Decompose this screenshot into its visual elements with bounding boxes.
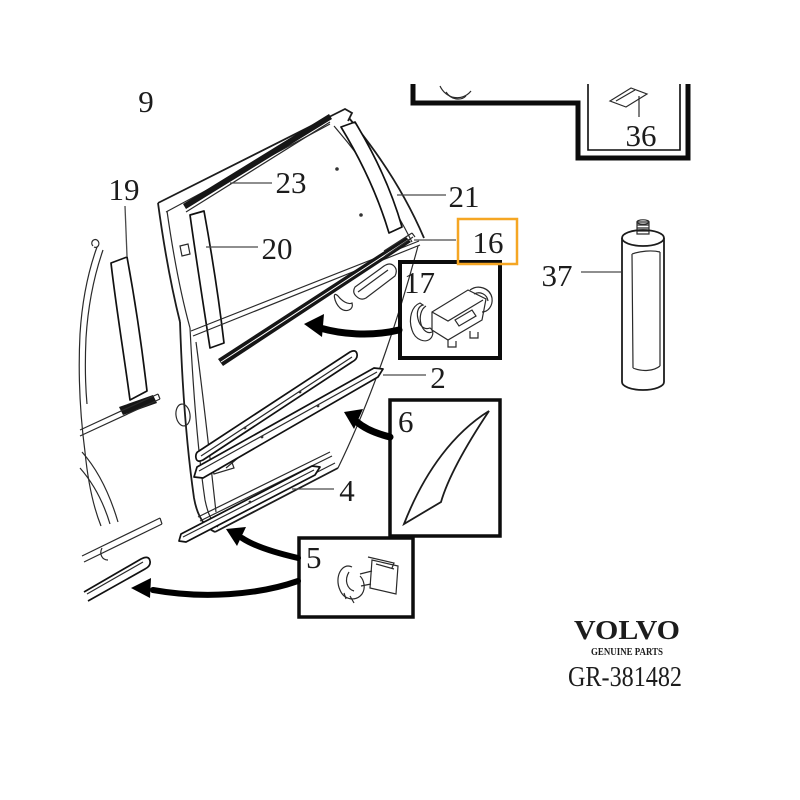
clip-17-icon — [409, 286, 493, 348]
door-rear-edge — [337, 245, 419, 469]
arrow-5-to-strip-4 — [226, 527, 301, 561]
arrow-5-to-lower-strip — [131, 578, 301, 598]
part-label-36[interactable]: 36 — [626, 118, 657, 153]
door-handle — [333, 263, 397, 312]
clip-36-icon — [608, 87, 649, 117]
belt-moulding-end-piece — [383, 232, 416, 257]
part-label-16[interactable]: 16 — [473, 225, 504, 260]
lower-moulding-strip-partial — [83, 556, 151, 602]
part-label-4[interactable]: 4 — [339, 473, 355, 508]
part-label-20[interactable]: 20 — [262, 231, 293, 266]
inset-box-17-border — [398, 260, 502, 360]
part-label-2[interactable]: 2 — [430, 360, 446, 395]
inset-box-5: 5 — [297, 536, 415, 619]
inset-box-6-border — [388, 398, 502, 538]
grommet-icon-partial — [439, 85, 472, 100]
part-label-19[interactable]: 19 — [109, 172, 140, 207]
window-trim-strip-20 — [189, 210, 225, 349]
applique-6-icon — [402, 410, 490, 527]
clip-5-icon — [337, 556, 399, 604]
window-trim-strip-21 — [340, 121, 403, 234]
brand-tagline: GENUINE PARTS — [591, 646, 663, 658]
window-frame-front — [157, 202, 181, 323]
door-bottom-edge — [214, 467, 339, 533]
inset-box-17: 17 — [398, 260, 502, 360]
frame-fastener-dot — [359, 213, 363, 217]
window-frame-top — [157, 107, 354, 204]
door-hole — [175, 403, 191, 427]
part-label-17[interactable]: 17 — [404, 265, 435, 300]
primer-bottle-37 — [621, 219, 665, 391]
part-label-23[interactable]: 23 — [276, 165, 307, 200]
part-label-5[interactable]: 5 — [306, 540, 322, 575]
document-number: GR-381482 — [568, 662, 682, 693]
leader-line-19 — [124, 205, 128, 257]
pillar-trim-strip-19 — [110, 256, 148, 401]
brand-block: VOLVO GENUINE PARTS GR-381482 — [568, 615, 682, 693]
part-label-6[interactable]: 6 — [398, 404, 414, 439]
sill-bar — [119, 395, 157, 415]
part-labels: 9 19 23 20 21 16 2 4 37 — [109, 84, 621, 508]
inset-box-5-border — [297, 536, 415, 619]
window-trim-strip-23 — [183, 114, 332, 213]
inset-box-36-border — [587, 84, 681, 151]
part-label-9[interactable]: 9 — [138, 84, 154, 119]
outer-box-border — [410, 84, 691, 161]
moulding-strip-4 — [178, 465, 321, 543]
inset-box-6: 6 — [388, 398, 502, 538]
part-label-21[interactable]: 21 — [449, 179, 480, 214]
arrow-6-to-moulding — [344, 409, 394, 441]
part-label-37[interactable]: 37 — [542, 258, 573, 293]
belt-moulding-strip-16 — [218, 237, 411, 366]
rear-door-illustration — [157, 107, 425, 533]
front-door-partial-illustration — [78, 238, 163, 602]
highlight-box-16[interactable] — [456, 217, 519, 266]
arrow-17-to-belt-moulding — [304, 314, 403, 338]
top-cropped-box: 36 — [410, 84, 691, 161]
moulding-strip-2 — [193, 367, 384, 479]
volvo-wordmark: VOLVO — [574, 615, 680, 645]
frame-fastener-dot — [335, 167, 339, 171]
